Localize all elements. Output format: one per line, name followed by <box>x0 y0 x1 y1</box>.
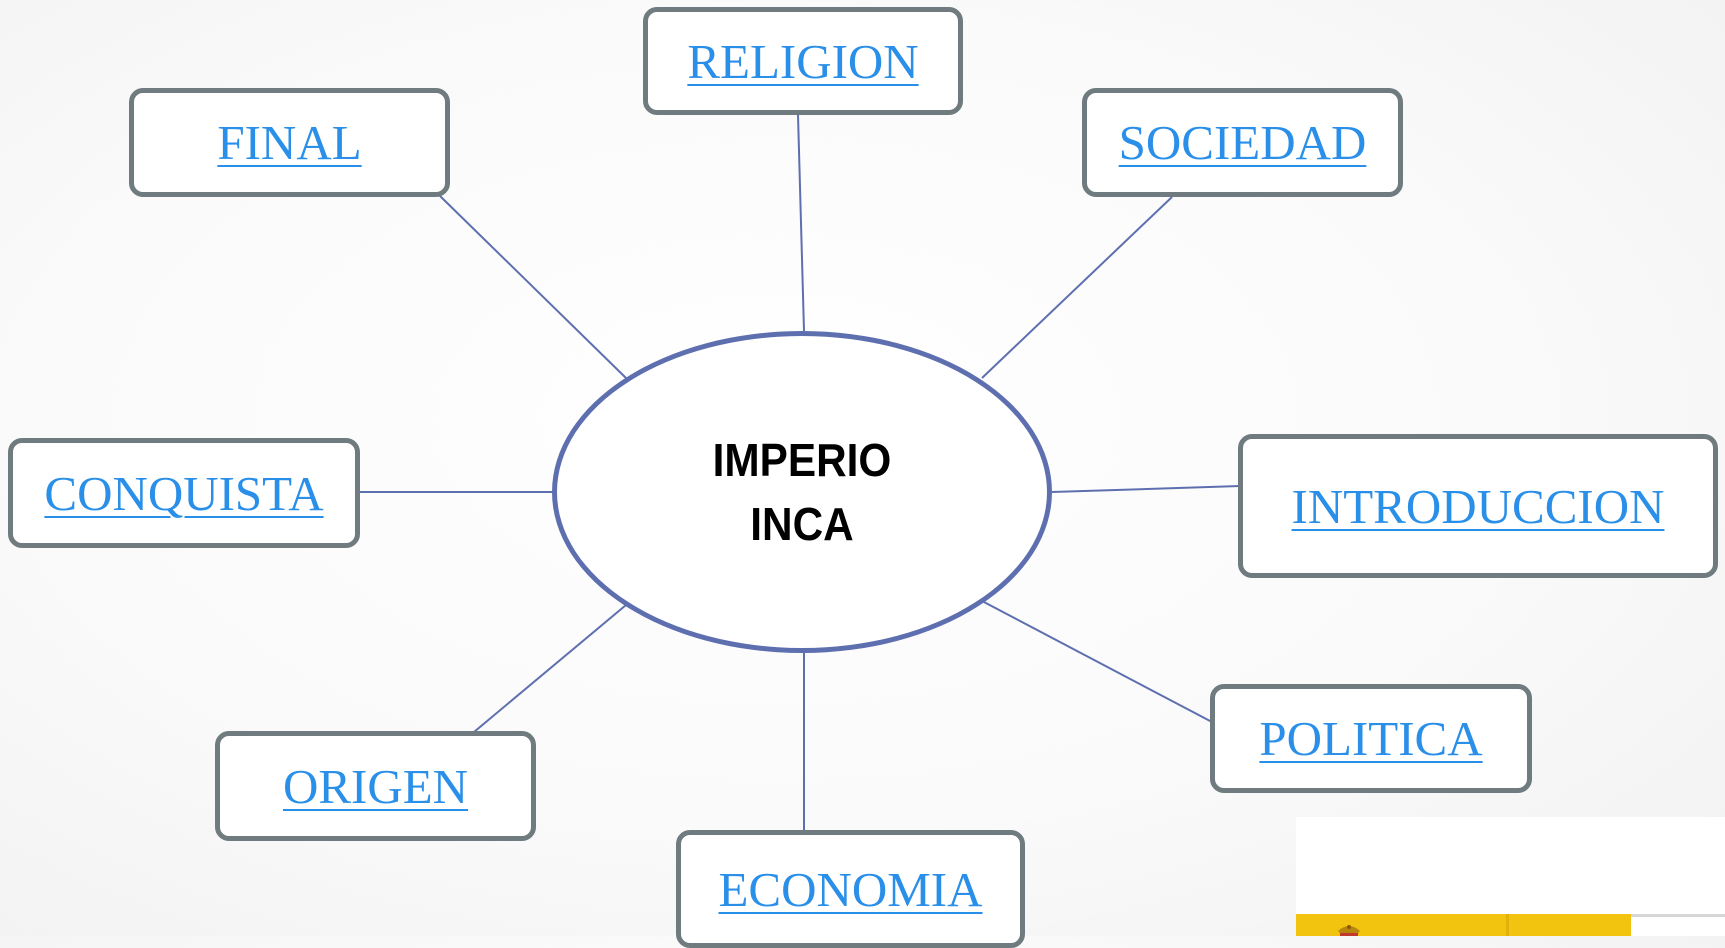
link-introduccion[interactable]: INTRODUCCION <box>1291 478 1665 534</box>
logo-yellow-stripe <box>1296 914 1631 936</box>
link-politica[interactable]: POLITICA <box>1259 711 1483 766</box>
connector-religion <box>797 114 805 332</box>
node-conquista: CONQUISTA <box>8 438 360 548</box>
node-origen: ORIGEN <box>215 731 536 841</box>
link-final[interactable]: FINAL <box>217 115 362 170</box>
link-economia[interactable]: ECONOMIA <box>718 861 983 917</box>
link-conquista[interactable]: CONQUISTA <box>44 465 324 521</box>
node-final: FINAL <box>129 88 450 197</box>
connector-introduccion <box>1051 485 1241 493</box>
node-politica: POLITICA <box>1210 684 1532 793</box>
logo-gray-line <box>1631 914 1725 917</box>
node-economia: ECONOMIA <box>676 830 1025 948</box>
coat-of-arms-icon <box>1338 925 1360 936</box>
connector-politica <box>981 600 1213 723</box>
node-sociedad: SOCIEDAD <box>1082 88 1403 197</box>
node-religion: RELIGION <box>643 7 963 115</box>
link-origen[interactable]: ORIGEN <box>282 758 469 814</box>
logo-stripe-divider <box>1506 914 1509 936</box>
connector-origen <box>473 604 627 733</box>
link-religion[interactable]: RELIGION <box>687 33 919 89</box>
ministry-logo-panel <box>1296 817 1725 936</box>
connector-final <box>439 195 627 379</box>
central-topic-title: IMPERIO INCA <box>712 434 892 550</box>
connector-sociedad <box>981 196 1173 379</box>
central-topic-ellipse: IMPERIO INCA <box>552 331 1052 653</box>
link-sociedad[interactable]: SOCIEDAD <box>1118 115 1367 170</box>
node-introduccion: INTRODUCCION <box>1238 434 1718 578</box>
